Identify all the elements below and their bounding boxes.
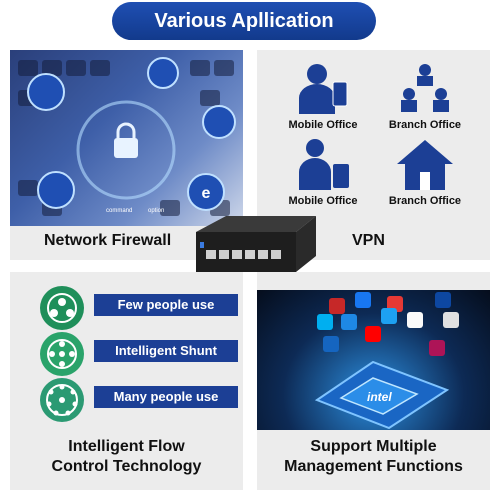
- many-people-label: Many people use: [94, 386, 238, 408]
- nba-icon: [435, 292, 451, 308]
- few-people-label: Few people use: [94, 294, 238, 316]
- sky-icon: [323, 336, 339, 352]
- gear-icon: [27, 73, 65, 111]
- app-icon: [429, 340, 445, 356]
- few-people-icon: [40, 286, 84, 330]
- keyboard-image: e command option: [10, 50, 243, 226]
- intelligent-shunt-label: Intelligent Shunt: [94, 340, 238, 362]
- search-icon: [202, 105, 236, 139]
- network-firewall-caption: Network Firewall: [44, 232, 172, 249]
- intelligent-shunt-icon: [40, 332, 84, 376]
- browser-icon: [187, 173, 225, 211]
- vpn-item-mobile-office-1: Mobile Office: [268, 62, 378, 131]
- flow-caption-line1: Intelligent Flow: [68, 438, 185, 455]
- key-command: command: [106, 208, 133, 214]
- skype-icon: [317, 314, 333, 330]
- user-icon: [37, 171, 75, 209]
- svg-text:e: e: [202, 185, 211, 202]
- location-icon: [147, 57, 179, 89]
- lock-icon: [114, 138, 138, 158]
- management-image: intel: [257, 290, 490, 430]
- pinterest-icon: [443, 312, 459, 328]
- twitter-icon: [381, 308, 397, 324]
- flow-caption: Intelligent Flow Control Technology: [10, 437, 243, 477]
- person-phone-icon: [299, 64, 348, 114]
- mgmt-caption-line2: Management Functions: [284, 458, 463, 475]
- many-people-icon: [40, 378, 84, 422]
- page-title: Various Apllication: [112, 2, 376, 40]
- vpn-caption: VPN: [352, 232, 385, 249]
- key-option: option: [148, 208, 165, 214]
- router-image: [196, 216, 316, 272]
- flow-caption-line2: Control Technology: [51, 458, 202, 475]
- person-luggage-icon: [299, 139, 349, 190]
- vpn-item-branch-office-1: Branch Office: [370, 62, 480, 131]
- music-icon: [407, 312, 423, 328]
- house-icon: [397, 140, 453, 190]
- mgmt-caption: Support Multiple Management Functions: [257, 437, 490, 477]
- youtube-icon: [365, 326, 381, 342]
- media-icon: [341, 314, 357, 330]
- intel-chip-label: intel: [367, 390, 392, 404]
- facebook-icon: [355, 292, 371, 308]
- vpn-item-branch-office-2: Branch Office: [370, 138, 480, 207]
- org-chart-icon: [401, 64, 449, 112]
- vpn-item-mobile-office-2: Mobile Office: [268, 138, 378, 207]
- netflix-icon: [329, 298, 345, 314]
- mgmt-caption-line1: Support Multiple: [310, 438, 437, 455]
